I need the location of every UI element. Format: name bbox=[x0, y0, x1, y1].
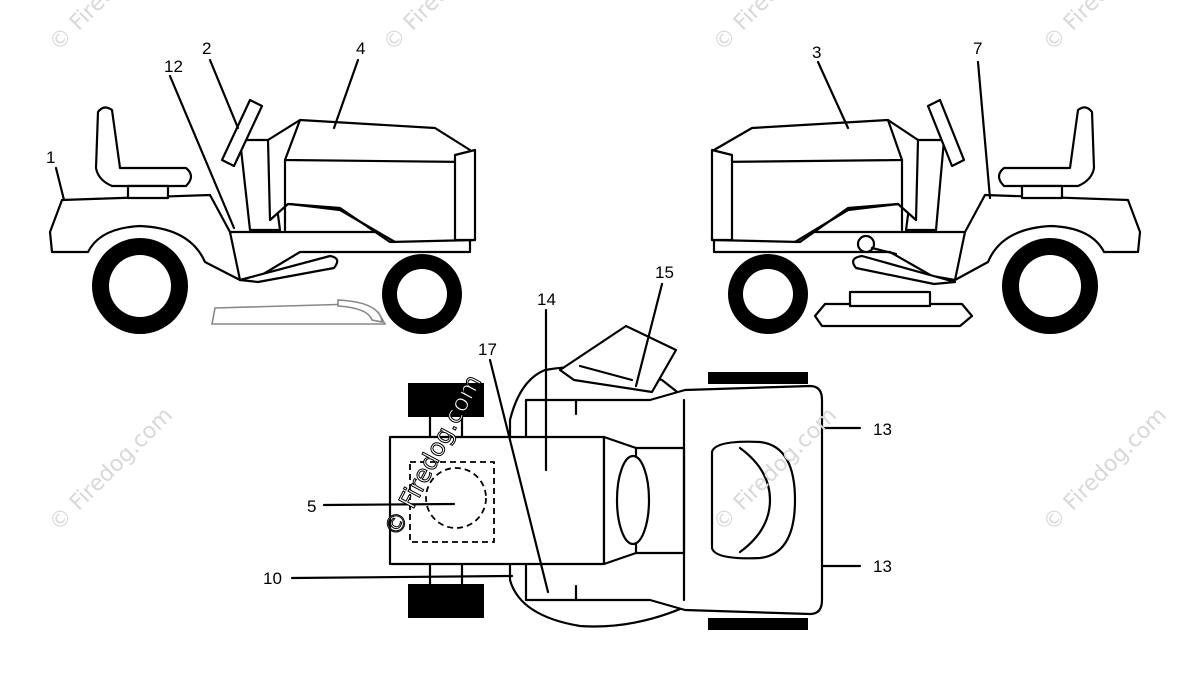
callout-12: 12 bbox=[164, 57, 183, 76]
callout-5: 5 bbox=[307, 497, 316, 516]
seat-top bbox=[710, 440, 797, 560]
callout-1: 1 bbox=[46, 148, 55, 167]
callout-10: 10 bbox=[263, 569, 282, 588]
watermark-4: © Firedog.com bbox=[1039, 0, 1172, 56]
steering-wheel-left bbox=[220, 98, 264, 168]
front-wheel-top-1 bbox=[408, 383, 484, 417]
callout-3: 3 bbox=[812, 43, 821, 62]
front-wheel-top-2 bbox=[408, 584, 484, 618]
seat-left bbox=[94, 106, 193, 188]
rear-wheel-top-2 bbox=[708, 618, 808, 630]
mower-deck-right bbox=[813, 302, 974, 328]
callout-13-bottom: 13 bbox=[873, 557, 892, 576]
watermark-2: © Firedog.com bbox=[379, 0, 512, 56]
leader-lines bbox=[54, 58, 992, 594]
callout-2: 2 bbox=[202, 39, 211, 58]
callout-13-top: 13 bbox=[873, 420, 892, 439]
rear-wheel-top-1 bbox=[708, 372, 808, 384]
steering-wheel-right bbox=[926, 98, 966, 168]
seat-right bbox=[997, 106, 1096, 188]
watermark-1: © Firedog.com bbox=[45, 0, 178, 56]
callout-labels: 1 2 12 4 3 7 15 14 17 5 10 13 13 bbox=[46, 39, 982, 588]
hood-right bbox=[710, 118, 920, 244]
callout-4: 4 bbox=[356, 39, 365, 58]
callout-7: 7 bbox=[973, 39, 982, 58]
decal-outline-5 bbox=[409, 461, 495, 543]
watermark-7: © Firedog.com bbox=[1039, 403, 1172, 536]
top-view bbox=[388, 324, 824, 630]
right-side-view bbox=[710, 98, 1142, 334]
hood-left bbox=[266, 118, 477, 244]
watermark-5: © Firedog.com bbox=[45, 403, 178, 536]
left-side-view bbox=[48, 98, 477, 334]
callout-15: 15 bbox=[655, 263, 674, 282]
callout-17: 17 bbox=[478, 340, 497, 359]
watermark-3: © Firedog.com bbox=[709, 0, 842, 56]
callout-14: 14 bbox=[537, 290, 556, 309]
